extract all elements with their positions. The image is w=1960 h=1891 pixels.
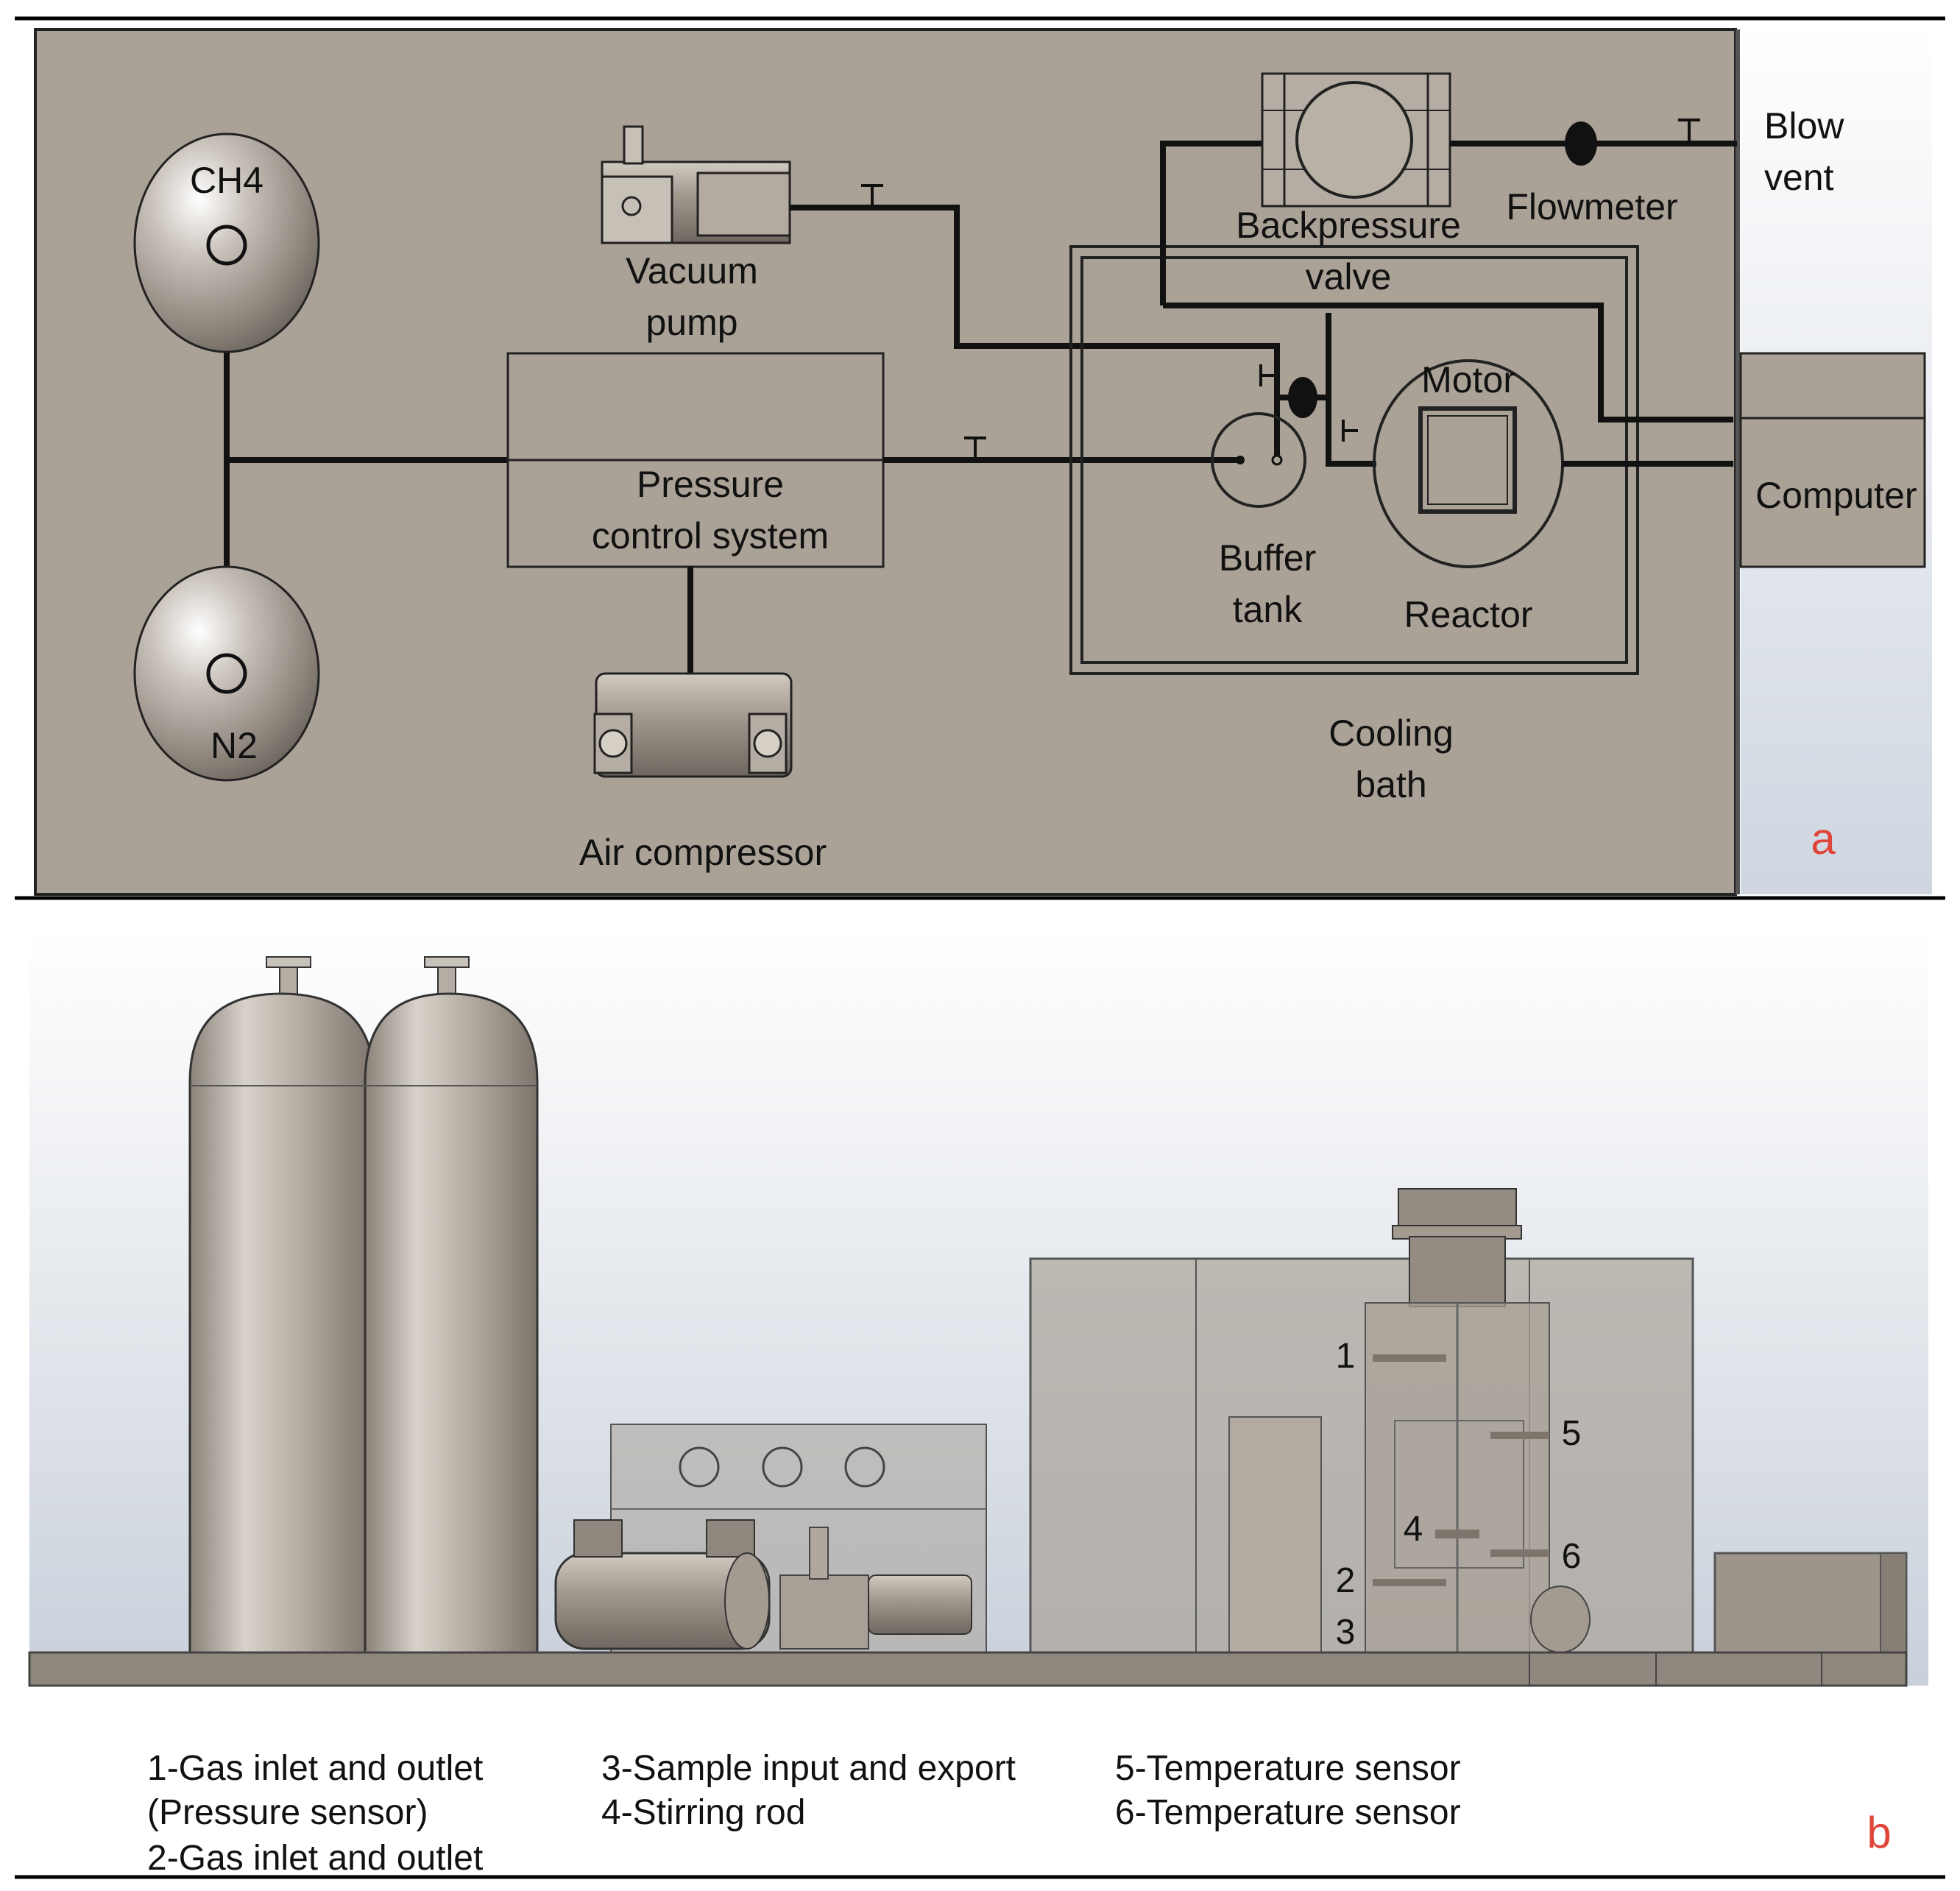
gas-cylinders [188,956,539,1654]
vacuum-pump-label-2: pump [645,302,737,343]
legend-item-1: 1-Gas inlet and outlet [147,1749,483,1788]
legend: 1-Gas inlet and outlet (Pressure sensor)… [147,1749,1461,1878]
buffer-tank-label-2: tank [1233,589,1303,630]
air-compressor: Air compressor [579,672,827,873]
buffer-tank-label-1: Buffer [1219,537,1317,579]
panel-b-label: b [1867,1808,1891,1857]
air-compressor-label: Air compressor [579,832,827,873]
panel-a-label: a [1811,814,1836,863]
pressure-control-label-2: control system [592,515,829,556]
ch4-label: CH4 [190,160,263,201]
legend-item-1-note: (Pressure sensor) [147,1793,428,1832]
callout-1: 1 [1336,1337,1356,1376]
legend-item-2: 2-Gas inlet and outlet [147,1839,483,1878]
computer-box [1713,1552,1908,1654]
callout-3: 3 [1336,1613,1356,1652]
pump-compressor-assembly [554,1424,987,1653]
motor-label: Motor [1421,359,1515,400]
panel-b: 1 2 3 4 5 6 1-Gas inlet and outlet (Pres… [15,931,1945,1879]
n2-tank: N2 [133,565,320,782]
vacuum-pump-label-1: Vacuum [626,250,758,291]
computer-connector [1739,352,1926,568]
callout-6: 6 [1562,1537,1582,1576]
buffer-valve-dot [1288,377,1317,418]
ch4-tank: CH4 [133,132,320,353]
base-platform [28,1651,1908,1687]
blow-vent-label-1: Blow [1764,105,1844,146]
reactor-assembly [1365,1188,1591,1653]
cooling-bath: Cooling bath [1069,245,1639,805]
vacuum-pump: Vacuum pump [601,125,791,343]
backpressure-valve: Backpressure valve [1236,72,1461,297]
legend-item-6: 6-Temperature sensor [1115,1793,1461,1832]
pressure-control-system: Pressure control system [506,352,885,568]
backpressure-label-1: Backpressure [1236,205,1461,246]
pressure-control-label-1: Pressure [637,464,784,505]
reactor: Motor Reactor [1373,359,1564,635]
cooling-bath-box [1029,1257,1694,1658]
blow-vent-label-2: vent [1764,157,1834,198]
legend-item-3: 3-Sample input and export [601,1749,1016,1788]
callout-4: 4 [1404,1510,1423,1549]
flowmeter-label: Flowmeter [1506,186,1677,227]
reactor-label: Reactor [1404,594,1532,635]
backpressure-label-2: valve [1306,256,1392,297]
computer-label: Computer [1755,475,1917,516]
cooling-bath-label-2: bath [1355,764,1426,805]
callout-2: 2 [1336,1561,1356,1600]
flowmeter-dot [1565,121,1597,166]
cooling-bath-label-1: Cooling [1329,713,1454,754]
panel-a: CH4 N2 Pressure control system Air compr… [15,16,1945,900]
legend-item-5: 5-Temperature sensor [1115,1749,1461,1788]
legend-item-4: 4-Stirring rod [601,1793,805,1832]
n2-label: N2 [210,725,258,766]
callout-5: 5 [1562,1414,1582,1453]
buffer-tank: Buffer tank [1211,412,1317,630]
